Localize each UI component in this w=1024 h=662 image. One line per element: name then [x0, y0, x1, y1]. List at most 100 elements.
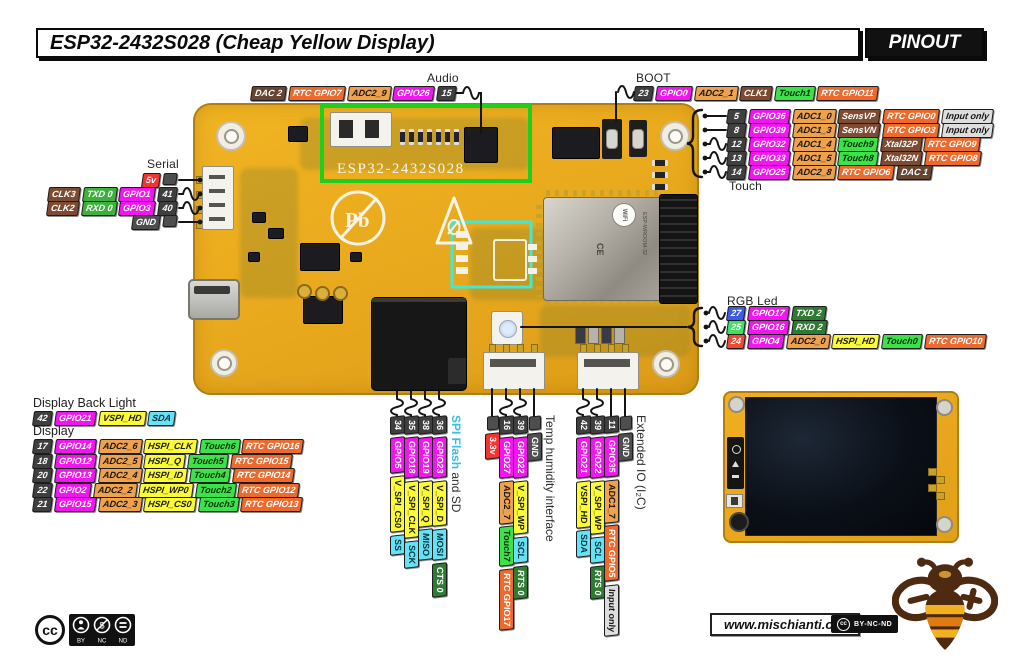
- chip-rxd-2: RXD 2: [790, 320, 828, 335]
- resistor: [409, 129, 414, 145]
- chip-rts-0: RTS 0: [590, 564, 605, 600]
- chip-12: 12: [725, 137, 748, 152]
- temp-interface-label: Temp humidity interface: [543, 415, 558, 542]
- pin-stub: [162, 215, 178, 227]
- chip-35: 35: [404, 415, 419, 435]
- smd-component: [268, 228, 284, 239]
- chip-input-only: Input only: [604, 583, 619, 637]
- chip-gpio25: GPIO25: [747, 165, 791, 180]
- resistor: [427, 129, 432, 145]
- chip-rtc-gpio12: RTC GPIO12: [237, 483, 301, 498]
- chip-gpio5: GPIO5: [390, 436, 405, 474]
- board-silkscreen: ESP32-2432S028: [337, 161, 465, 177]
- chip-39: 39: [513, 415, 528, 435]
- chip-5v: 5v: [140, 173, 162, 188]
- svg-text:BY: BY: [77, 639, 85, 645]
- chip-adc2-6: ADC2_6: [97, 439, 143, 454]
- chip-v-spi-q: V_SPI_Q: [418, 479, 433, 527]
- serial-connector: [202, 166, 234, 230]
- chip-rtc-gpio3: RTC GPIO3: [882, 123, 941, 138]
- chip-gpio22: GPIO22: [513, 436, 528, 479]
- chip-gpio12: GPIO12: [53, 454, 97, 469]
- chip-adc2-7: ADC2_7: [499, 479, 514, 524]
- chip-15: 15: [435, 86, 458, 101]
- chip-dac-1: DAC 1: [896, 165, 934, 180]
- extended-io-label: Extended IO (I₂C): [634, 415, 649, 510]
- chip-gpio14: GPIO14: [53, 439, 97, 454]
- module-label: ESP-WROOM-32: [641, 212, 647, 256]
- chip-v-spi-cs0: V_SPI_CS0: [390, 474, 405, 533]
- resistor: [445, 129, 450, 145]
- ce-mark: CE: [595, 243, 605, 256]
- chip-touch0: Touch0: [881, 334, 923, 349]
- chip-clk3: CLK3: [47, 187, 82, 202]
- chip-gpio33: GPIO33: [747, 151, 791, 166]
- solder-pad: [936, 492, 945, 500]
- chip-gpio15: GPIO15: [53, 497, 97, 512]
- cc-license-badge: cc $ BY NC ND: [35, 614, 135, 646]
- chip-gpio22: GPIO22: [590, 436, 605, 479]
- chip-cts-0: CTS 0: [432, 561, 447, 597]
- screw: [936, 516, 953, 533]
- chip-touch8: Touch8: [836, 151, 879, 166]
- audio-label: Audio: [427, 71, 459, 85]
- chip-adc2-3: ADC2_3: [97, 497, 143, 512]
- cc-nd-icon: [114, 616, 132, 634]
- chip-v-spi-d: V_SPI_D: [432, 479, 447, 527]
- solder-pad: [297, 284, 312, 299]
- solder-pad: [315, 286, 330, 301]
- chip-rxd-0: RXD 0: [80, 201, 118, 216]
- license-badge: cc BY-NC-ND: [831, 615, 899, 633]
- voltage-regulator: [300, 243, 340, 271]
- chip-xtal32p: Xtal32P: [879, 137, 923, 152]
- chip-touch7: Touch7: [499, 525, 514, 567]
- mounting-hole: [210, 349, 238, 377]
- transistor: [288, 126, 308, 142]
- chip-36: 36: [432, 415, 447, 435]
- pin-stub: [619, 415, 632, 431]
- header: ESP32-2432S028 (Cheap Yellow Display) PI…: [36, 28, 984, 58]
- chip-rtc-gpio8: RTC GPIO8: [923, 151, 983, 166]
- mounting-hole: [660, 121, 690, 151]
- chip-gpio13: GPIO13: [53, 468, 97, 483]
- module-pads: [546, 300, 658, 306]
- chip-txd-2: TXD 2: [790, 306, 827, 321]
- chip-rtc-gpio17: RTC GPIO17: [499, 567, 514, 631]
- resistor: [652, 172, 668, 178]
- chip-24: 24: [725, 334, 747, 349]
- resistor: [436, 129, 441, 145]
- chip-3-3v: 3.3v: [485, 432, 500, 460]
- chip-gpio17: GPIO17: [746, 306, 790, 321]
- smd-component: [726, 494, 743, 508]
- chip-gpio2: GPIO2: [53, 483, 92, 498]
- chip-hspi-hd: HSPI_HD: [831, 334, 881, 349]
- chip-adc1-5: ADC1_5: [791, 151, 837, 166]
- chip-16: 16: [499, 415, 514, 435]
- chip-gpio27: GPIO27: [499, 436, 514, 479]
- pinout-badge: PINOUT: [865, 28, 984, 58]
- chip-adc1-4: ADC1_4: [791, 137, 837, 152]
- screw: [936, 399, 953, 416]
- solder-pad: [928, 484, 937, 492]
- chip-40: 40: [156, 201, 179, 216]
- resistor: [418, 129, 423, 145]
- chip-hspi-cs0: HSPI_CS0: [142, 497, 197, 512]
- wifi-logo: WiFi: [612, 203, 636, 227]
- usb-uart-chip: [552, 127, 600, 159]
- chip-adc1-7: ADC1_7: [604, 479, 619, 524]
- chip-25: 25: [725, 320, 747, 335]
- resistor: [400, 129, 405, 145]
- resistor: [652, 160, 668, 166]
